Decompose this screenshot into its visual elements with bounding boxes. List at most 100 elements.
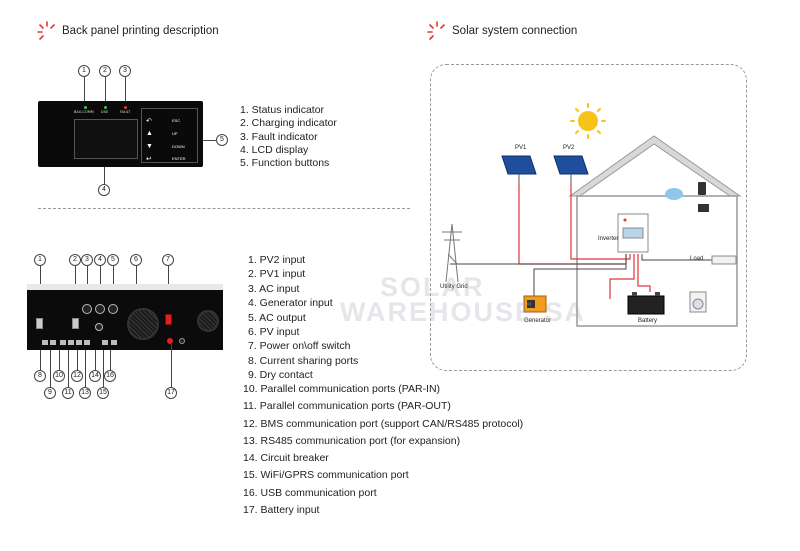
callout-badge: 15	[97, 387, 109, 399]
legend-item: 12. BMS communication port (support CAN/…	[243, 417, 524, 430]
legend-item: 16. USB communication port	[243, 486, 377, 499]
usb-port	[111, 340, 117, 345]
back-panel-legend-extended: 10. Parallel communication ports (PAR-IN…	[243, 381, 523, 519]
pv1-label: PV1	[515, 145, 527, 151]
generator-terminal	[95, 304, 105, 314]
burst-icon	[427, 21, 445, 40]
indicator-label: BAG.COMM	[74, 110, 94, 114]
legend-item: 8. Current sharing ports	[248, 354, 359, 367]
par-out-port	[68, 340, 74, 345]
burst-icon	[37, 21, 55, 40]
lcd-display	[74, 119, 138, 159]
return-icon: ↶	[146, 118, 152, 125]
indicator-label: FAULT	[120, 110, 131, 114]
solar-system-diagram	[430, 64, 747, 371]
battery-label: Battery	[638, 318, 658, 324]
front-panel-legend: 1. Status indicator 2. Charging indicato…	[240, 104, 337, 170]
utility-grid-label: Utility Grid	[440, 284, 468, 290]
fan-icon	[197, 310, 219, 332]
pv2-breaker	[36, 318, 43, 329]
inverter-label: Inverter	[598, 236, 619, 242]
esc-button: ↶ ESC	[146, 118, 181, 125]
callout-badge: 7	[162, 254, 174, 266]
legend-item: 11. Parallel communication ports (PAR-OU…	[243, 400, 451, 413]
callout-badge: 2	[99, 65, 111, 77]
load-label: Load	[690, 256, 704, 262]
legend-item: 13. RS485 communication port (for expans…	[243, 434, 461, 447]
battery-icon	[627, 292, 665, 315]
legend-item: 14. Circuit breaker	[243, 452, 329, 465]
callout-badge: 3	[119, 65, 131, 77]
indicator-label: DSE	[101, 110, 109, 114]
circuit-breaker	[95, 323, 103, 331]
section-divider	[38, 208, 410, 209]
callout-badge: 16	[104, 370, 116, 382]
back-panel-section-title: Back panel printing description	[36, 20, 219, 42]
up-button: ▲ UP	[146, 130, 178, 137]
legend-item: 5. AC output	[248, 311, 306, 324]
monitor-icon	[698, 204, 709, 212]
callout-badge: 17	[165, 387, 177, 399]
down-button: ▼ DOWN	[146, 143, 185, 150]
legend-item: 3. AC input	[248, 282, 300, 295]
legend-item: 1. PV2 input	[248, 254, 306, 266]
callout-badge: 5	[107, 254, 119, 266]
legend-item: 10. Parallel communication ports (PAR-IN…	[243, 383, 441, 395]
section-title-text: Back panel printing description	[62, 25, 219, 37]
pv2-label: PV2	[563, 145, 575, 151]
enter-icon: ↵	[146, 156, 152, 163]
ac-output-terminal	[108, 304, 118, 314]
callout-badge: 12	[71, 370, 83, 382]
legend-item: 6. PV input	[248, 326, 300, 339]
generator-icon	[523, 295, 547, 313]
legend-item: 2. Charging indicator	[240, 117, 337, 130]
cloud-icon	[665, 188, 683, 200]
legend-item: 1. Status indicator	[240, 104, 325, 116]
legend-item: 3. Fault indicator	[240, 130, 318, 143]
washing-machine-icon	[689, 291, 707, 313]
status-led	[84, 106, 87, 109]
callout-badge: 5	[216, 134, 228, 146]
legend-item: 4. LCD display	[240, 143, 309, 156]
legend-item: 15. WiFi/GPRS communication port	[243, 469, 409, 482]
bms-port	[76, 340, 82, 345]
callout-badge: 9	[44, 387, 56, 399]
legend-item: 2. PV1 input	[248, 268, 306, 281]
battery-negative	[179, 338, 185, 344]
back-panel-legend: 1. PV2 input 2. PV1 input 3. AC input 4.…	[248, 253, 358, 383]
phone-icon	[698, 182, 706, 195]
sun-icon	[570, 103, 606, 139]
power-switch	[165, 314, 172, 325]
callout-badge: 8	[34, 370, 46, 382]
solar-system-illustration	[442, 103, 742, 327]
pv1-breaker	[72, 318, 79, 329]
pv1-panel-icon	[501, 155, 537, 184]
generator-label: Generator	[524, 318, 552, 324]
callout-badge: 6	[130, 254, 142, 266]
legend-item: 17. Battery input	[243, 504, 320, 517]
callout-badge: 11	[62, 387, 74, 399]
callout-badge: 3	[81, 254, 93, 266]
air-conditioner-icon	[711, 255, 737, 265]
back-panel	[27, 284, 223, 350]
enter-button: ↵ ENTER	[146, 156, 186, 163]
callout-badge: 2	[69, 254, 81, 266]
callout-badge: 14	[89, 370, 101, 382]
rs485-port	[84, 340, 90, 345]
solar-section-title: Solar system connection	[426, 20, 577, 42]
callout-badge: 13	[79, 387, 91, 399]
section-title-text: Solar system connection	[452, 25, 578, 37]
battery-positive	[167, 338, 173, 344]
legend-item: 4. Generator input	[248, 297, 333, 310]
fan-icon	[127, 308, 159, 340]
front-panel: BAG.COMM DSE FAULT ↶ ESC ▲ UP ▼ DOWN ↵ E…	[38, 101, 203, 167]
callout-badge: 4	[94, 254, 106, 266]
callout-badge: 1	[78, 65, 90, 77]
function-buttons: ↶ ESC ▲ UP ▼ DOWN ↵ ENTER	[141, 108, 198, 163]
pv2-panel-icon	[553, 155, 589, 184]
dry-contact-port	[50, 340, 56, 345]
legend-item: 9. Dry contact	[248, 369, 313, 382]
par-in-port	[60, 340, 66, 345]
callout-badge: 1	[34, 254, 46, 266]
legend-item: 5. Function buttons	[240, 157, 330, 170]
